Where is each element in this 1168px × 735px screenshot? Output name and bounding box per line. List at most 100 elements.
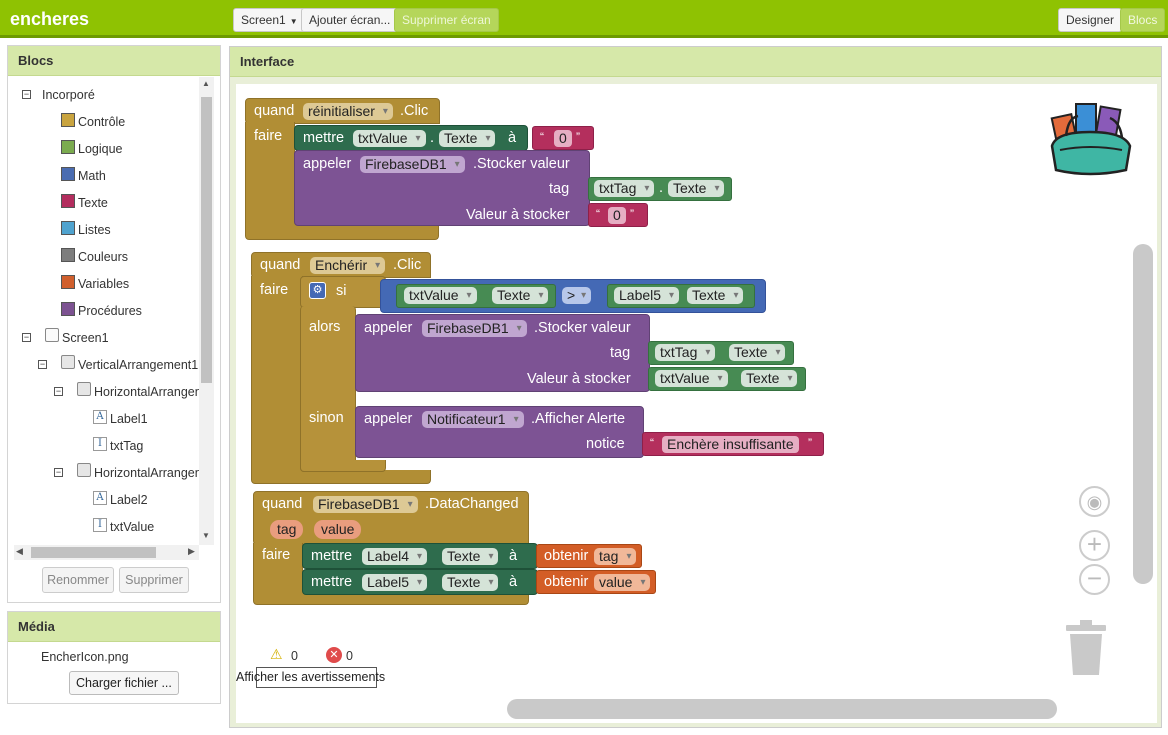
value-to-store-label: Valeur à stocker (527, 371, 631, 387)
warning-icon: ⚠ (270, 646, 283, 662)
collapse-icon[interactable]: − (54, 467, 63, 477)
quote-close-icon: ” (630, 207, 634, 221)
zoom-in-icon[interactable]: + (1079, 530, 1110, 561)
collapse-icon[interactable]: − (54, 386, 63, 396)
value-component-dropdown[interactable]: txtValue (655, 370, 728, 387)
text-literal[interactable]: Enchère insuffisante (662, 436, 799, 453)
rename-button[interactable]: Renommer (42, 567, 114, 593)
backpack-icon[interactable] (1046, 98, 1136, 178)
tree-item-logic[interactable]: Logique (78, 142, 123, 156)
tree-item-procedures[interactable]: Procédures (78, 304, 142, 318)
compare-right-property-dropdown[interactable]: Texte (687, 287, 744, 304)
center-icon[interactable]: ◉ (1079, 486, 1110, 517)
tree-item-builtin[interactable]: Incorporé (42, 88, 95, 102)
workspace-vertical-scrollbar[interactable] (1133, 244, 1153, 584)
zoom-out-icon[interactable]: − (1079, 564, 1110, 595)
show-warnings-toggle[interactable] (256, 667, 377, 688)
mettre-label: mettre (303, 130, 345, 146)
set-property-dropdown[interactable]: Texte (442, 548, 499, 565)
scroll-down-icon[interactable]: ▼ (202, 531, 210, 540)
tree-item-variables[interactable]: Variables (78, 277, 130, 291)
horizontal-arrangement-icon (77, 463, 91, 477)
tree-item-control[interactable]: Contrôle (78, 115, 126, 129)
dot-label: . (659, 180, 664, 196)
tree-item-vertical-arrangement[interactable]: VerticalArrangement1 (78, 358, 199, 372)
tag-component-dropdown[interactable]: txtTag (594, 180, 655, 197)
scroll-right-icon[interactable]: ▶ (188, 546, 195, 556)
warning-count: 0 (291, 649, 298, 663)
tree-item-horizontal-arrangement-1[interactable]: HorizontalArrangen (94, 385, 202, 399)
math-swatch-icon (61, 167, 75, 181)
variables-swatch-icon (61, 275, 75, 289)
gear-icon[interactable]: ⚙ (309, 282, 326, 299)
collapse-icon[interactable]: − (22, 332, 31, 342)
screen-selector-dropdown[interactable]: Screen1▼ (233, 8, 306, 32)
call-component-dropdown[interactable]: FirebaseDB1 (422, 320, 527, 337)
scroll-up-icon[interactable]: ▲ (202, 79, 210, 88)
set-property-dropdown[interactable]: Texte (442, 574, 499, 591)
blocks-canvas[interactable]: quand réinitialiser .Clic faire mettre t… (236, 84, 1157, 723)
tree-item-screen1[interactable]: Screen1 (62, 331, 109, 345)
tag-property-dropdown[interactable]: Texte (729, 344, 786, 361)
appeler-label: appeler (364, 320, 413, 336)
blocks-button[interactable]: Blocs (1120, 8, 1166, 32)
top-toolbar: encheres Screen1▼ Ajouter écran... Suppr… (0, 0, 1168, 38)
value-property-dropdown[interactable]: Texte (741, 370, 798, 387)
set-component-dropdown[interactable]: Label4 (362, 548, 428, 565)
text-literal[interactable]: 0 (554, 130, 572, 147)
tag-property-dropdown[interactable]: Texte (668, 180, 725, 197)
get-label: obtenir (544, 574, 589, 590)
event-label: .Clic (400, 103, 429, 119)
get-variable-dropdown[interactable]: tag (594, 548, 637, 565)
tree-item-horizontal-arrangement-2[interactable]: HorizontalArrangen (94, 466, 202, 480)
scrollbar-thumb[interactable] (31, 547, 156, 558)
tree-item-label1[interactable]: Label1 (110, 412, 148, 426)
get-variable-dropdown[interactable]: value (594, 574, 651, 591)
tree-item-txttag[interactable]: txtTag (110, 439, 144, 453)
tree-item-label2[interactable]: Label2 (110, 493, 148, 507)
quote-open-icon: “ (596, 207, 600, 221)
a-label: à (509, 574, 518, 590)
tag-component-dropdown[interactable]: txtTag (655, 344, 716, 361)
tree-item-math[interactable]: Math (78, 169, 106, 183)
compare-left-property-dropdown[interactable]: Texte (492, 287, 549, 304)
collapse-icon[interactable]: − (38, 359, 47, 369)
tree-item-txtvalue[interactable]: txtValue (110, 520, 155, 534)
remove-screen-button[interactable]: Supprimer écran (394, 8, 499, 32)
control-swatch-icon (61, 113, 75, 127)
notifier-component-dropdown[interactable]: Notificateur1 (422, 411, 524, 428)
workspace-title: Interface (230, 47, 1161, 77)
quote-close-icon: ” (576, 130, 580, 144)
procedures-swatch-icon (61, 302, 75, 316)
set-component-dropdown[interactable]: Label5 (362, 574, 428, 591)
operator-dropdown[interactable]: > (562, 287, 592, 304)
designer-button[interactable]: Designer (1058, 8, 1123, 32)
call-component-dropdown[interactable]: FirebaseDB1 (360, 156, 465, 173)
component-dropdown[interactable]: réinitialiser (303, 103, 393, 120)
event-label: .Clic (393, 257, 422, 273)
scrollbar-thumb[interactable] (201, 97, 212, 383)
component-dropdown[interactable]: FirebaseDB1 (313, 496, 418, 513)
compare-left-component-dropdown[interactable]: txtValue (404, 287, 477, 304)
tree-item-lists[interactable]: Listes (78, 223, 111, 237)
tree-item-colors[interactable]: Couleurs (78, 250, 129, 264)
media-file[interactable]: EncherIcon.png (41, 650, 129, 664)
collapse-icon[interactable]: − (22, 89, 31, 99)
set-component-dropdown[interactable]: txtValue (353, 130, 426, 147)
delete-button[interactable]: Supprimer (119, 567, 189, 593)
workspace-horizontal-scrollbar[interactable] (507, 699, 1057, 719)
text-literal[interactable]: 0 (608, 207, 626, 224)
tree-horizontal-scrollbar[interactable]: ◀ ▶ (14, 545, 199, 560)
param-tag[interactable]: tag (270, 520, 304, 539)
scroll-left-icon[interactable]: ◀ (16, 546, 23, 556)
set-property-dropdown[interactable]: Texte (439, 130, 496, 147)
tree-vertical-scrollbar[interactable]: ▲ ▼ (199, 77, 214, 545)
upload-file-button[interactable]: Charger fichier ... (69, 671, 179, 695)
compare-right-component-dropdown[interactable]: Label5 (614, 287, 680, 304)
trash-icon[interactable] (1064, 619, 1108, 677)
component-dropdown[interactable]: Enchérir (310, 257, 386, 274)
param-value[interactable]: value (314, 520, 362, 539)
tree-item-text[interactable]: Texte (78, 196, 108, 210)
add-screen-button[interactable]: Ajouter écran... (301, 8, 399, 32)
quand-label: quand (260, 257, 301, 273)
